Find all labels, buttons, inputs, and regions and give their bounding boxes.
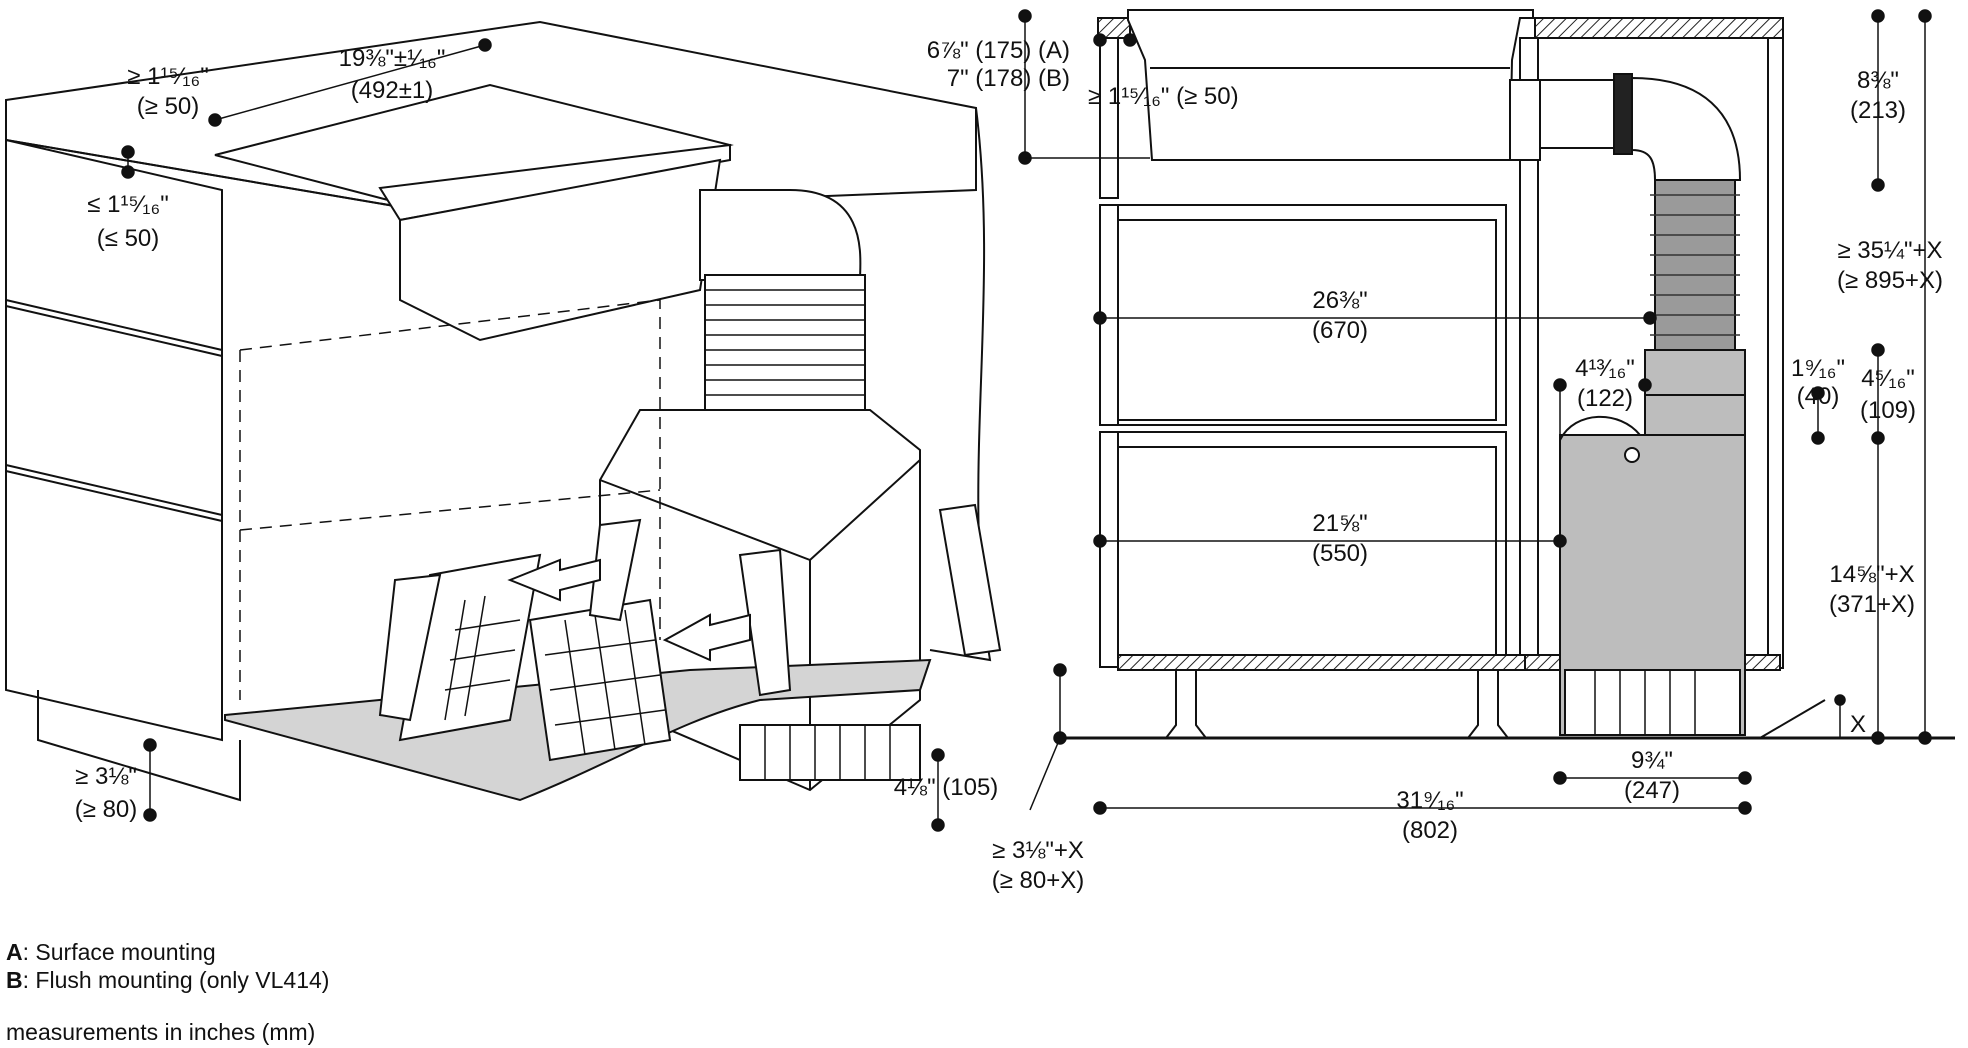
dim-upper-drawer-mm: (670) [1312,317,1368,344]
legend-a: A: Surface mounting [6,938,329,966]
filter-frame-right [738,548,792,697]
right-dimension-labels: 6⅞" (175) (A) 7" (178) (B) ≥ 1¹⁵⁄₁₆" (≥ … [927,37,1943,894]
dim-front-overhang: ≤ 1¹⁵⁄₁₆" [87,191,168,218]
fan-base [1564,669,1741,736]
dim-lower-drawer-mm: (550) [1312,540,1368,567]
duct-adapter [1509,79,1541,161]
legend-a-text: : Surface mounting [22,939,216,965]
legend-b: B: Flush mounting (only VL414) [6,966,329,994]
fan-adapter [1644,349,1746,396]
dim-b-height: 7" (178) (B) [947,65,1070,92]
dim-plinth-right-mm: (≥ 80+X) [992,867,1085,894]
filter-frame-mid [588,518,642,622]
dim-top-gap-right: ≥ 1¹⁵⁄₁₆" (≥ 50) [1088,83,1239,110]
dim-plinth-height-mm: (≥ 80) [75,796,138,823]
drawer-line-4 [5,470,223,522]
foot-2 [1465,669,1511,739]
dim-fan-height: 14⅝"+X [1829,561,1914,588]
foot-1 [1163,669,1209,739]
dim-fan-height-mm: (371+X) [1829,591,1915,618]
insert-arrow-1 [507,558,601,602]
dim-front-overhang-mm: (≤ 50) [97,225,160,252]
legend-b-text: : Flush mounting (only VL414) [22,967,330,993]
left-dimension-lines [121,38,945,832]
dim-top-gap-left: ≥ 1¹⁵⁄₁₆" [127,63,208,90]
duct-elbow [699,189,862,281]
dim-total-height: ≥ 35¼"+X [1837,237,1942,264]
fan-neck [1644,394,1746,436]
cabinet-front [5,138,223,742]
drawer-line-1 [5,299,223,351]
front-panel-top [1099,37,1119,199]
dim-total-depth: 31⁹⁄₁₆" [1396,787,1463,814]
drawer-lower-inner [1117,446,1497,663]
dim-plinth-right: ≥ 3⅛"+X [992,837,1084,864]
left-dimension-labels: ≥ 1¹⁵⁄₁₆" (≥ 50) 19⅜"±¹⁄₁₆" (492±1) ≤ 1¹… [75,45,999,823]
cabinet-bottom [1117,654,1527,671]
plinth-left [37,690,241,802]
dim-fan-width-mm: (247) [1624,777,1680,804]
duct-horizontal [1539,79,1621,149]
dim-top-height: 8⅜" [1857,67,1899,94]
dim-adapter-depth: 4¹³⁄₁₆" [1575,355,1635,382]
drawer-line-3 [5,464,223,516]
dim-fan-top-mm: (109) [1860,397,1916,424]
side-panel [938,503,1002,657]
dim-fan-top: 4⁵⁄₁₆" [1861,365,1915,392]
dim-fan-width: 9¾" [1631,747,1673,774]
filter-cassette-2 [528,598,672,762]
legend-a-key: A [6,939,23,965]
dim-total-depth-mm: (802) [1402,817,1458,844]
dim-total-height-mm: (≥ 895+X) [1837,267,1943,294]
right-section-view [1060,9,1955,740]
dim-plinth-height: ≥ 3⅛" [75,763,137,790]
dim-adapter-height-mm: (40) [1797,383,1840,410]
bellows-duct [704,274,866,416]
drawer-upper-inner [1117,219,1497,421]
dim-x: X [1850,711,1866,738]
legend: A: Surface mounting B: Flush mounting (o… [6,938,329,994]
drawer-line-2 [5,305,223,357]
dim-cutout-width: 19⅜"±¹⁄₁₆" [339,45,446,72]
dim-adapter-height: 1⁹⁄₁₆" [1791,355,1845,382]
insert-arrow-2 [662,613,751,662]
bellows-section [1654,179,1736,351]
left-isometric-view [5,20,1002,802]
right-dimension-lines [1018,9,1932,815]
cabinet-back-wall [1767,37,1784,669]
dim-cutout-width-mm: (492±1) [351,77,434,104]
front-panel-bottom [1099,431,1119,668]
dim-upper-drawer: 26⅜" [1312,287,1367,314]
dim-filter-height: 4⅛" (105) [894,774,999,801]
countertop-right-section [1534,17,1784,39]
cable-loop [1559,415,1641,441]
extractor-housing [399,158,722,342]
filter-base [739,724,921,781]
legend-b-key: B [6,967,23,993]
duct-ring [1613,73,1633,155]
dim-top-gap-left-mm: (≥ 50) [137,93,200,120]
dim-lower-drawer: 21⅝" [1312,510,1367,537]
dim-adapter-depth-mm: (122) [1577,385,1633,412]
units-note: measurements in inches (mm) [6,1019,316,1045]
dim-a-height: 6⅞" (175) (A) [927,37,1070,64]
dim-top-height-mm: (213) [1850,97,1906,124]
duct-elbow-section [1631,76,1742,181]
filter-frame-left [378,573,442,722]
